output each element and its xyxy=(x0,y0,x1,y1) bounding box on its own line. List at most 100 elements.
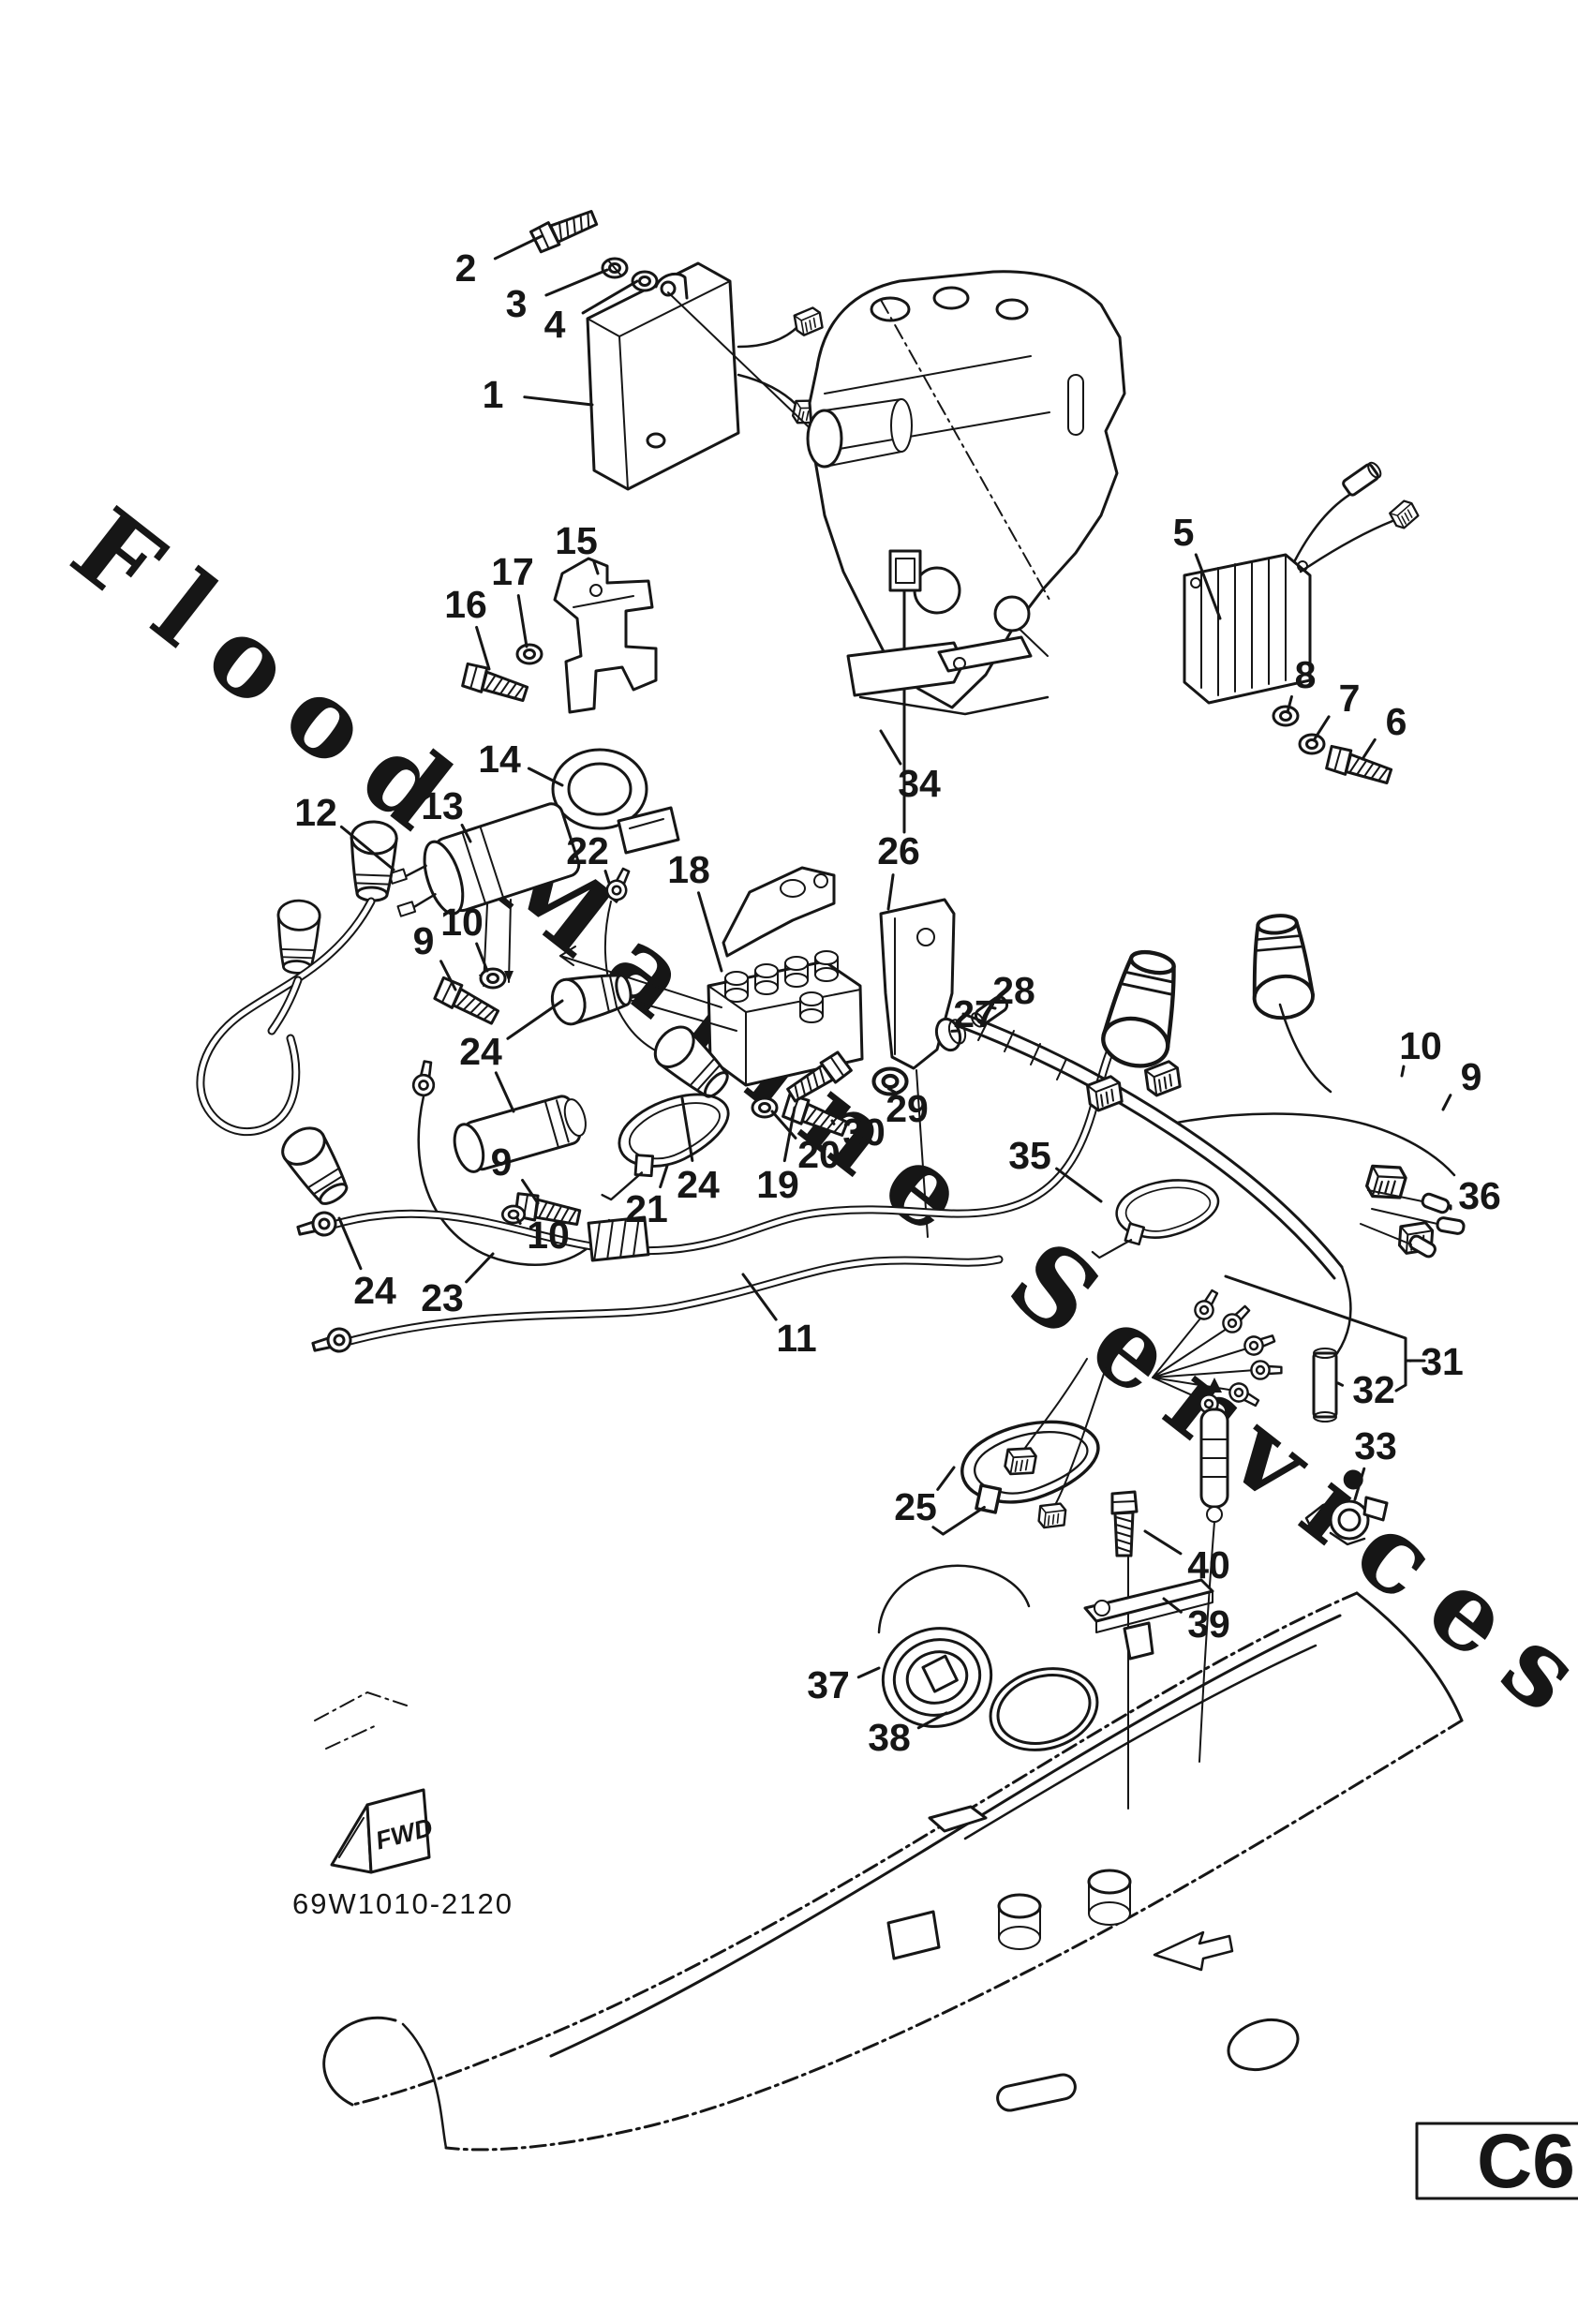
callout-35: 35 xyxy=(1008,1134,1051,1177)
callout-leader xyxy=(523,395,594,407)
callout-leader xyxy=(936,1466,956,1491)
callout-12: 12 xyxy=(294,791,337,834)
callout-leader xyxy=(1286,694,1293,714)
callout-9: 9 xyxy=(491,1140,513,1184)
callout-27: 27 xyxy=(953,992,996,1035)
callout-leader xyxy=(337,1216,363,1271)
callout-leader xyxy=(879,729,902,766)
part-oring-38 xyxy=(989,1667,1099,1751)
callout-16: 16 xyxy=(444,583,487,626)
callout-leader xyxy=(439,960,457,991)
callout-leader xyxy=(856,1666,881,1679)
callout-20: 20 xyxy=(797,1133,841,1176)
callout-9: 9 xyxy=(1461,1055,1482,1098)
part-bracket-15 xyxy=(459,557,658,714)
callout-13: 13 xyxy=(421,784,464,827)
callout-37: 37 xyxy=(807,1663,850,1706)
callout-leader xyxy=(1194,553,1222,620)
callout-14: 14 xyxy=(478,737,521,781)
callout-leader xyxy=(1361,737,1377,761)
drawing-number: 69W1010-2120 xyxy=(292,1887,514,1920)
callout-leader xyxy=(515,1216,522,1226)
part-ignition-coil xyxy=(388,802,581,987)
callout-leader xyxy=(339,825,395,872)
callout-22: 22 xyxy=(566,829,609,872)
part-wire-harness-31 xyxy=(954,911,1466,1531)
callout-8: 8 xyxy=(1295,653,1317,696)
callout-leader xyxy=(1353,1467,1366,1501)
callout-32: 32 xyxy=(1352,1368,1395,1411)
part-coil-clamp xyxy=(551,748,680,855)
part-rectifier xyxy=(1183,461,1422,705)
part-battery-cables-11 xyxy=(294,946,1186,1360)
callout-leader xyxy=(493,234,543,261)
callout-29: 29 xyxy=(886,1087,929,1130)
page-code-label: C6 xyxy=(1477,2119,1575,2204)
part-grommet-37 xyxy=(877,1564,1031,1728)
callout-leader xyxy=(659,1164,669,1189)
callout-21: 21 xyxy=(625,1187,668,1230)
part-anode-plate-39 xyxy=(1083,1578,1214,1661)
callout-leader xyxy=(830,1119,836,1125)
callout-9: 9 xyxy=(413,919,435,962)
part-spacer-32 xyxy=(1312,1348,1338,1423)
callout-leader xyxy=(886,1087,898,1095)
callout-1: 1 xyxy=(483,373,504,416)
page-code-box: C6 xyxy=(1415,2119,1578,2204)
callout-7: 7 xyxy=(1339,677,1361,720)
callout-18: 18 xyxy=(667,848,710,891)
callout-leader xyxy=(475,942,489,973)
callout-2: 2 xyxy=(455,246,477,290)
callout-24: 24 xyxy=(459,1030,502,1073)
callout-30: 30 xyxy=(842,1110,886,1154)
callout-31: 31 xyxy=(1421,1340,1464,1383)
callout-leader xyxy=(1336,1381,1345,1387)
callout-38: 38 xyxy=(868,1716,911,1759)
rectifier-fasteners xyxy=(1272,705,1394,789)
callout-33: 33 xyxy=(1354,1424,1397,1467)
callout-26: 26 xyxy=(877,829,920,872)
part-terminal-block xyxy=(559,866,864,1087)
callout-10: 10 xyxy=(527,1214,570,1257)
callout-34: 34 xyxy=(898,762,941,805)
callout-leader xyxy=(741,1273,778,1321)
callout-leader xyxy=(989,1006,997,1010)
callout-3: 3 xyxy=(506,282,528,325)
callout-10: 10 xyxy=(440,901,484,944)
callout-28: 28 xyxy=(992,969,1035,1012)
callout-leader xyxy=(494,1071,515,1113)
callout-19: 19 xyxy=(756,1163,799,1206)
callout-6: 6 xyxy=(1386,700,1407,743)
small-fasteners-center xyxy=(431,864,1009,1230)
callout-leader xyxy=(521,1178,540,1205)
callout-36: 36 xyxy=(1458,1174,1501,1217)
callout-leader xyxy=(696,891,723,973)
callout-5: 5 xyxy=(1173,511,1195,554)
callout-leader xyxy=(465,1252,495,1284)
callout-15: 15 xyxy=(555,519,598,562)
callout-leader xyxy=(886,873,895,911)
callout-39: 39 xyxy=(1187,1602,1230,1646)
callout-leader xyxy=(506,999,564,1040)
part-ecu-unit xyxy=(586,261,1049,657)
part-sensor xyxy=(1198,1378,1229,1763)
callout-4: 4 xyxy=(544,303,566,346)
callout-23: 23 xyxy=(421,1276,464,1319)
callout-10: 10 xyxy=(1399,1024,1442,1067)
callout-24: 24 xyxy=(677,1163,720,1206)
callout-leader xyxy=(1055,1167,1103,1203)
callout-24: 24 xyxy=(353,1269,396,1312)
callout-25: 25 xyxy=(894,1485,937,1528)
callout-17: 17 xyxy=(491,550,534,593)
part-terminal-clamp-33 xyxy=(1304,1496,1389,1546)
part-shift-linkage xyxy=(846,549,1050,834)
callout-leader xyxy=(581,279,639,315)
callout-leader xyxy=(544,268,609,297)
part-bottom-cowling xyxy=(314,1591,1464,2152)
callout-leader xyxy=(1143,1529,1183,1556)
callout-11: 11 xyxy=(776,1317,816,1360)
fwd-arrow: FWD xyxy=(330,1788,436,1874)
callout-leader xyxy=(475,625,491,671)
